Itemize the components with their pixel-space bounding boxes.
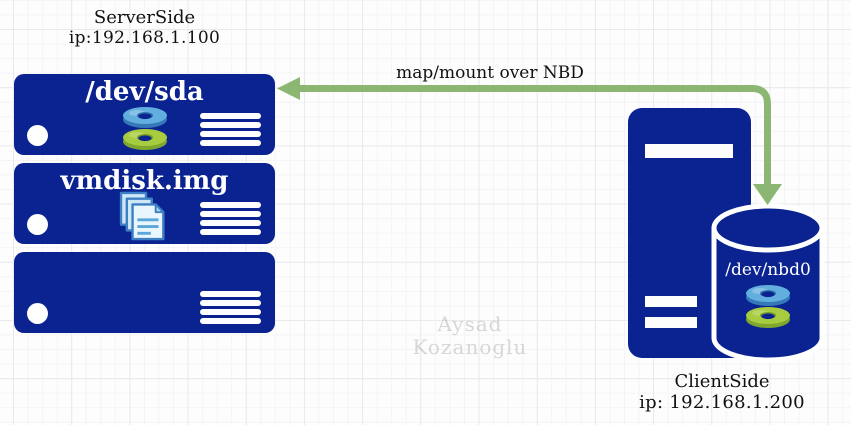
client-label: ClientSide ip: 192.168.1.200 <box>592 371 851 413</box>
server-rack-vmdisk: vmdisk.img <box>14 163 275 244</box>
server-title: ServerSide <box>93 7 196 28</box>
client-title: ClientSide <box>674 371 770 392</box>
disk-stack-icon <box>742 283 794 333</box>
rack-power-led <box>27 125 48 146</box>
rack-power-led <box>27 303 48 324</box>
watermark: Aysad Kozanoglu <box>395 313 545 359</box>
rack-vent-grill <box>200 291 261 324</box>
watermark-line2: Kozanoglu <box>412 335 528 359</box>
rack-vmdisk-label: vmdisk.img <box>60 166 229 196</box>
disk-stack-icon <box>119 105 171 155</box>
server-rack-sda: /dev/sda <box>14 74 275 155</box>
rack-vent-grill <box>200 202 261 235</box>
rack-sda-label: /dev/sda <box>85 77 204 107</box>
rack-vent-grill <box>200 113 261 146</box>
connection-label: map/mount over NBD <box>396 63 584 83</box>
nbd-connection-arrow <box>277 77 782 205</box>
watermark-line1: Aysad <box>437 312 503 336</box>
nbd-device-label: /dev/nbd0 <box>725 260 811 280</box>
rack-power-led <box>27 214 48 235</box>
server-rack-empty <box>14 252 275 333</box>
server-ip: ip:192.168.1.100 <box>68 28 221 48</box>
files-icon <box>118 191 165 245</box>
server-label: ServerSide ip:192.168.1.100 <box>14 7 275 49</box>
client-ip: ip: 192.168.1.200 <box>639 392 805 413</box>
